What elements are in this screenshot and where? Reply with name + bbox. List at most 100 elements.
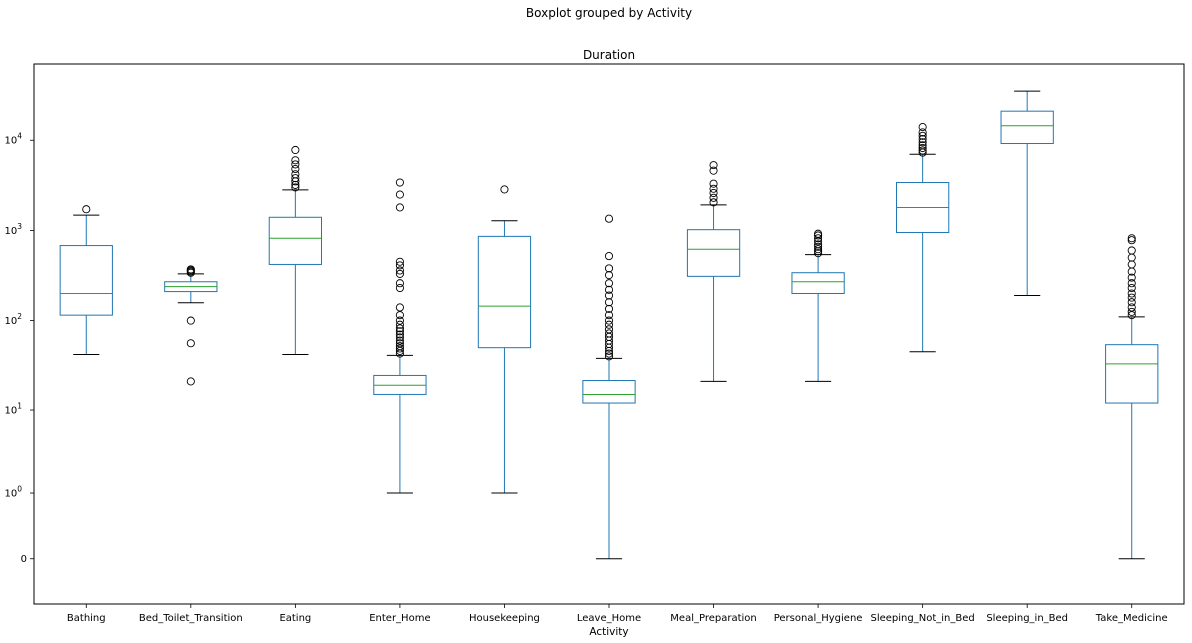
flier-point [1127,260,1136,269]
flier-point [1127,283,1136,293]
flier-point [186,265,195,274]
flier-point [918,138,927,147]
flier-point [709,188,718,198]
flier-point [395,261,404,270]
x-tick-label: Sleeping_in_Bed [986,613,1068,624]
flier-point [814,247,823,256]
flier-point [395,342,404,351]
flier-point [604,316,614,325]
flier-point [918,131,927,140]
flier-point [709,161,718,170]
flier-point [1127,303,1136,312]
flier-point [395,339,404,348]
flier-point [395,346,404,355]
y-tick-label: 0 [21,554,27,565]
flier-point [709,179,718,188]
flier-point [395,333,404,342]
x-tick-label: Personal_Hygiene [774,613,863,624]
flier-point [1127,273,1136,282]
flier-point [814,242,823,251]
flier-point [918,135,927,144]
chart-suptitle: Boxplot grouped by Activity [526,6,692,20]
flier-point [291,160,300,169]
flier-point [709,166,718,175]
flier-point [395,190,404,199]
flier-point [814,240,823,249]
flier-point [186,377,195,386]
box-iqr [268,216,322,265]
y-tick-label: 102 [4,312,22,327]
flier-point [186,339,195,348]
flier-point [709,198,718,207]
flier-point [918,128,927,137]
box-iqr [791,272,845,294]
flier-point [395,257,404,266]
flier-point [918,123,927,132]
flier-point [918,146,927,155]
flier-point [604,271,614,280]
y-tick-label: 100 [4,485,22,500]
flier-point [918,141,927,150]
flier-point [1127,311,1136,320]
flier-point [395,303,404,312]
flier-point [395,269,404,278]
box-iqr [1000,110,1054,145]
flier-point [395,311,404,320]
x-tick-label: Bathing [67,613,106,624]
y-tick-label: 103 [4,222,22,237]
flier-point [395,324,404,333]
box-iqr [582,380,636,404]
flier-point [82,205,91,214]
flier-point [395,316,404,325]
flier-point [1127,279,1136,288]
y-tick-label: 104 [4,132,22,147]
flier-point [814,249,823,258]
flier-point [604,325,614,334]
flier-point [291,145,300,155]
x-tick-label: Leave_Home [577,613,641,624]
flier-point [1127,289,1136,298]
x-tick-label: Enter_Home [369,613,430,624]
flier-point [395,178,404,187]
flier-point [604,320,614,329]
flier-point [814,229,823,238]
flier-point [395,344,404,353]
flier-point [395,279,404,288]
box-iqr [59,245,113,316]
flier-point [918,143,927,153]
flier-point [1127,293,1136,302]
flier-point [604,291,614,300]
y-tick-label: 101 [4,402,22,417]
box-iqr [686,229,741,277]
axes-frame [33,63,1185,605]
flier-point [604,285,614,294]
flier-point [709,184,718,193]
flier-point [1127,236,1136,245]
flier-point [814,245,823,254]
flier-point [604,298,614,307]
flier-point [291,183,300,192]
x-axis-label: Activity [589,626,628,638]
flier-point [604,304,614,313]
flier-point [604,311,614,320]
flier-point [291,156,300,165]
flier-point [395,320,404,329]
flier-point [1127,298,1136,307]
flier-point [1127,307,1136,316]
flier-point [604,252,614,261]
flier-point [395,266,404,275]
x-tick-label: Sleeping_Not_in_Bed [871,613,975,624]
flier-point [814,234,823,243]
flier-point [1127,246,1136,255]
chart-title: Duration [583,48,635,62]
flier-point [395,203,404,212]
flier-point [604,349,614,358]
flier-point [186,316,195,325]
flier-point [395,327,404,336]
flier-point [604,329,614,338]
flier-point [291,164,300,174]
x-tick-label: Housekeeping [469,613,540,624]
x-tick-label: Take_Medicine [1095,613,1168,624]
flier-point [709,193,718,202]
